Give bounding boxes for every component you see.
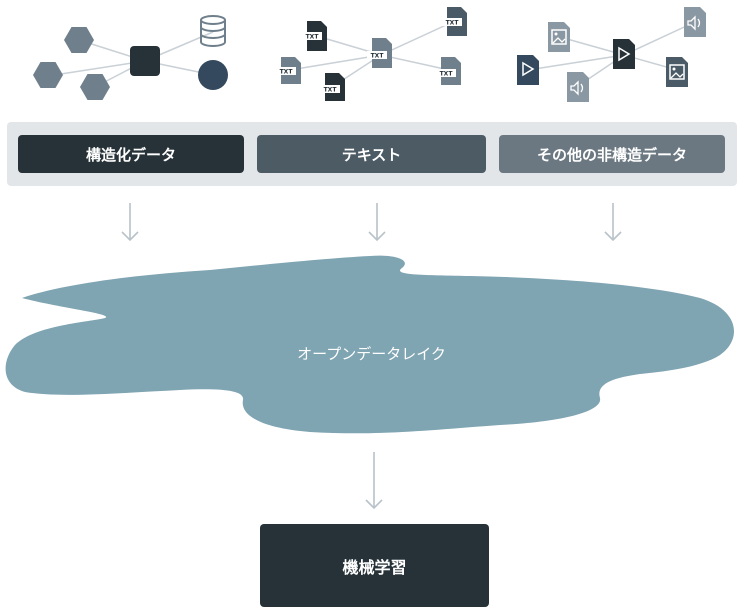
svg-text:TXT: TXT [446,20,460,27]
arrow-down-icon [121,203,139,242]
image-file-icon [548,22,570,52]
category-other-unstructured: その他の非構造データ [499,135,725,173]
document-icon: TXT [367,38,392,68]
arrow-down-icon [365,452,383,510]
document-icon: TXT [442,7,467,36]
document-icon: TXT [276,57,301,84]
svg-text:TXT: TXT [306,34,320,41]
document-icon: TXT [302,21,327,51]
circle-node-icon [198,60,228,90]
category-structured-data: 構造化データ [18,135,244,173]
document-icon: TXT [320,73,345,101]
svg-text:TXT: TXT [371,53,385,60]
audio-file-icon [684,7,706,37]
document-icon: TXT [436,57,461,85]
data-lake-shape [5,255,734,434]
central-node-icon [130,46,160,76]
arrow-down-icon [604,203,622,242]
video-file-icon [613,39,635,69]
machine-learning-box: 機械学習 [260,524,489,607]
audio-file-icon [567,72,589,102]
video-file-icon [517,55,539,85]
arrow-down-icon [368,203,386,242]
svg-text:TXT: TXT [324,87,338,94]
database-icon [200,15,226,47]
category-text: テキスト [257,135,486,173]
image-file-icon [666,57,688,87]
hexagon-node-icon [33,62,63,88]
svg-text:TXT: TXT [280,69,294,76]
data-lake-label: オープンデータレイク [297,345,446,363]
hexagon-node-icon [80,74,110,100]
hexagon-node-icon [64,27,94,53]
svg-text:TXT: TXT [440,71,454,78]
